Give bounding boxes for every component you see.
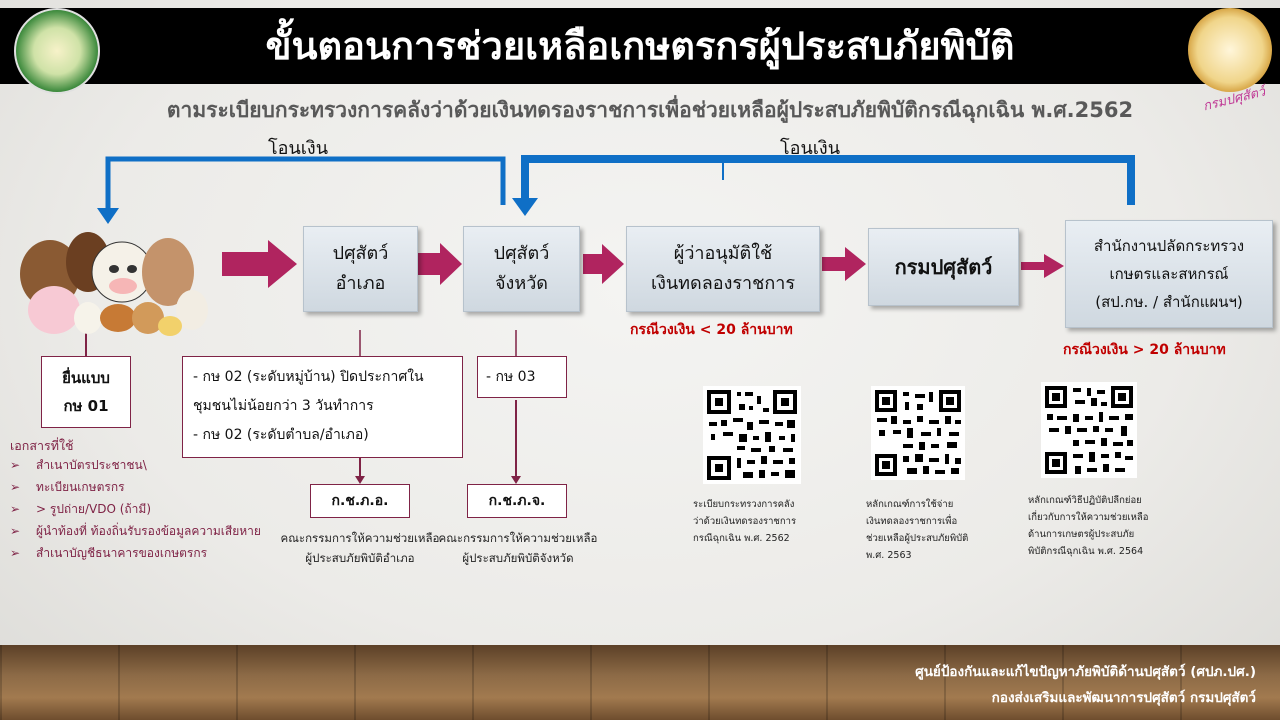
connector-district-committee-head [355,476,365,484]
bullet-arrow-icon: ➢ [10,480,21,494]
document-item: ➢ ผู้นำท้องที่ ท้องถิ่นรับรองข้อมูลความเส… [10,520,300,542]
district-note-line3: - กษ 02 (ระดับตำบล/อำเภอ) [193,427,369,443]
livestock-illustration [20,232,208,336]
flow-arrow-5 [1021,254,1064,278]
province-note-box: - กษ 03 [477,356,567,398]
dld-box-label: กรมปศุสัตว์ [894,255,993,279]
flow-arrow-3 [583,244,624,284]
title-bar [0,8,1280,84]
form-kt01-box: ยื่นแบบ กษ 01 [41,356,131,428]
transfer-arrow-left [105,156,506,210]
bullet-arrow-icon: ➢ [10,458,21,472]
ops-box-line3: (สป.กษ. / สำนักแผนฯ) [1095,293,1243,311]
district-committee-desc-line1: คณะกรรมการให้ความช่วยเหลือ [280,531,440,545]
province-box-line2: จังหวัด [495,273,548,294]
governor-note: กรณีวงเงิน < 20 ล้านบาท [630,322,793,338]
district-note-line1: - กษ 02 (ระดับหมู่บ้าน) ปิดประกาศใน [193,369,424,385]
document-item: ➢ ทะเบียนเกษตรกร [10,476,300,498]
ops-office-box: สำนักงานปลัดกระทรวง เกษตรและสหกรณ์ (สป.ก… [1065,220,1273,328]
department-emblem-logo [14,8,100,94]
qr-caption-1-line1: ระเบียบกระทรวงการคลัง [693,499,795,510]
qr-caption-3-line3: ด้านการเกษตรผู้ประสบภัย [1028,529,1135,540]
province-box-line1: ปศุสัตว์ [493,243,550,264]
district-committee-code: ก.ช.ภ.อ. [331,493,389,509]
district-committee-box: ก.ช.ภ.อ. [310,484,410,518]
qr-caption-1-line2: ว่าด้วยเงินทดรองราชการ [693,516,797,527]
province-note-text: - กษ 03 [486,369,536,385]
qr-caption-2: หลักเกณฑ์การใช้จ่าย เงินทดลองราชการเพื่อ… [866,496,996,564]
transfer-arrow-right [521,155,1135,205]
bullet-arrow-icon: ➢ [10,546,21,560]
qr-caption-3-line2: เกี่ยวกับการให้ความช่วยเหลือ [1028,512,1149,523]
qr-caption-2-line2: เงินทดลองราชการเพื่อ [866,516,958,527]
governor-box-line1: ผู้ว่าอนุมัติใช้ [673,243,773,264]
page-subtitle: ตามระเบียบกระทรวงการคลังว่าด้วยเงินทดรอง… [166,98,1134,122]
province-committee-desc-line2: ผู้ประสบภัยพิบัติจังหวัด [462,551,574,565]
ops-box-line2: เกษตรและสหกรณ์ [1109,265,1229,283]
governor-box-line2: เงินทดลองราชการ [650,273,796,294]
document-item: ➢ สำเนาบัญชีธนาคารของเกษตรกร [10,542,300,564]
district-note-line2: ชุมชนไม่น้อยกว่า 3 วันทำการ [193,398,374,414]
qr-caption-3: หลักเกณฑ์วิธีปฏิบัติปลีกย่อย เกี่ยวกับกา… [1028,492,1178,560]
document-item-label: สำเนาบัตรประชาชน\ [36,457,147,472]
transfer-arrow-right-head [512,198,538,216]
wood-floor-footer [0,645,1280,720]
transfer-label-left: โอนเงิน [268,138,329,159]
governor-approval-box: ผู้ว่าอนุมัติใช้ เงินทดลองราชการ [626,226,820,312]
province-livestock-box: ปศุสัตว์ จังหวัด [463,226,580,312]
flow-arrow-2 [418,243,462,285]
transfer-label-right: โอนเงิน [780,138,841,159]
connector-province-committee-head [511,476,521,484]
form-line2: กษ 01 [63,397,109,415]
document-item-label: ทะเบียนเกษตรกร [36,479,125,494]
ops-note: กรณีวงเงิน > 20 ล้านบาท [1063,342,1226,358]
bullet-arrow-icon: ➢ [10,524,21,538]
qr-code-1[interactable] [703,386,801,484]
document-item: ➢ > รูปถ่าย/VDO (ถ้ามี) [10,498,300,520]
transfer-arrow-left-head [97,208,119,224]
district-box-line2: อำเภอ [335,273,386,294]
livestock-department-logo [1188,8,1272,92]
qr-code-2[interactable] [871,386,965,480]
province-committee-desc-line1: คณะกรรมการให้ความช่วยเหลือ [438,531,598,545]
district-committee-desc: คณะกรรมการให้ความช่วยเหลือ ผู้ประสบภัยพิ… [262,528,458,568]
footer-line2: กองส่งเสริมและพัฒนาการปศุสัตว์ กรมปศุสัต… [991,690,1256,706]
province-committee-box: ก.ช.ภ.จ. [467,484,567,518]
dld-box: กรมปศุสัตว์ [868,228,1019,306]
district-notes-box: - กษ 02 (ระดับหมู่บ้าน) ปิดประกาศใน ชุมช… [182,356,463,458]
footer-line1: ศูนย์ป้องกันและแก้ไขปัญหาภัยพิบัติด้านปศ… [915,664,1256,680]
document-item-label: สำเนาบัญชีธนาคารของเกษตรกร [36,545,208,560]
district-livestock-box: ปศุสัตว์ อำเภอ [303,226,418,312]
qr-caption-1: ระเบียบกระทรวงการคลัง ว่าด้วยเงินทดรองรา… [693,496,823,547]
flow-arrow-4 [822,247,866,281]
qr-code-3[interactable] [1041,382,1137,478]
qr-caption-2-line3: ช่วยเหลือผู้ประสบภัยพิบัติ [866,533,969,544]
bullet-arrow-icon: ➢ [10,502,21,516]
province-committee-desc: คณะกรรมการให้ความช่วยเหลือ ผู้ประสบภัยพิ… [420,528,616,568]
qr-caption-1-line3: กรณีฉุกเฉิน พ.ศ. 2562 [693,533,790,544]
qr-caption-3-line1: หลักเกณฑ์วิธีปฏิบัติปลีกย่อย [1028,495,1142,506]
qr-caption-3-line4: พิบัติกรณีฉุกเฉิน พ.ศ. 2564 [1028,546,1144,557]
documents-list: ➢ สำเนาบัตรประชาชน\ ➢ ทะเบียนเกษตรกร ➢ > รู… [10,454,300,564]
district-committee-desc-line2: ผู้ประสบภัยพิบัติอำเภอ [305,551,415,565]
flow-arrow-1 [222,240,297,288]
document-item-label: ผู้นำท้องที่ ท้องถิ่นรับรองข้อมูลความเสี… [36,523,261,538]
documents-title: เอกสารที่ใช้ [10,438,74,453]
form-line1: ยื่นแบบ [62,369,110,387]
district-box-line1: ปศุสัตว์ [332,243,389,264]
page-title: ขั้นตอนการช่วยเหลือเกษตรกรผู้ประสบภัยพิบ… [265,24,1015,68]
document-item-label: > รูปถ่าย/VDO (ถ้ามี) [36,501,151,516]
province-committee-code: ก.ช.ภ.จ. [488,493,546,509]
qr-caption-2-line1: หลักเกณฑ์การใช้จ่าย [866,499,954,510]
qr-caption-2-line4: พ.ศ. 2563 [866,550,912,561]
document-item: ➢ สำเนาบัตรประชาชน\ [10,454,300,476]
ops-box-line1: สำนักงานปลัดกระทรวง [1093,237,1245,255]
